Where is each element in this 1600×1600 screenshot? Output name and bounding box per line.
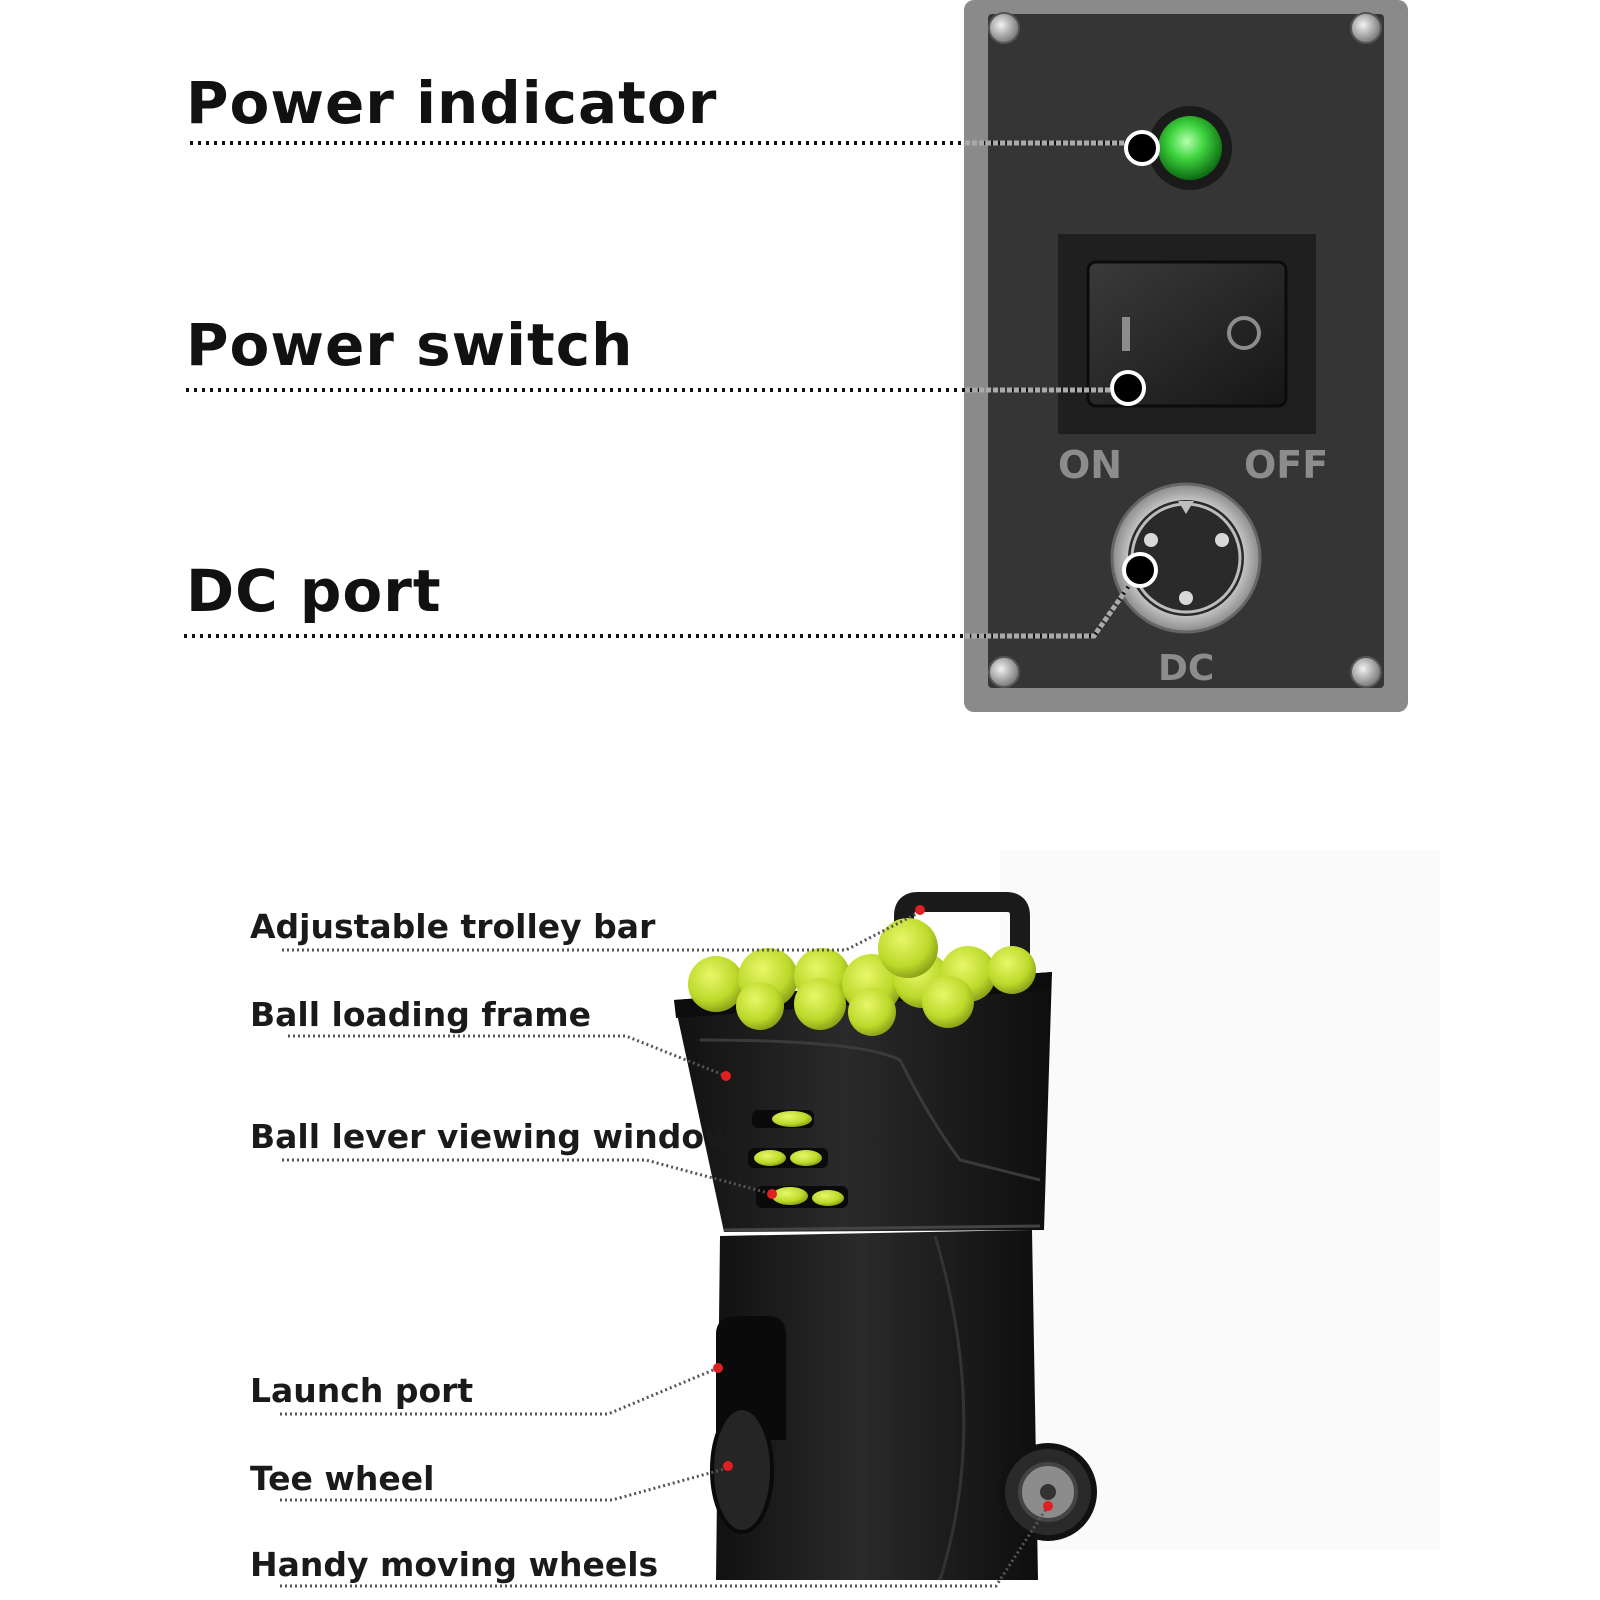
dc-port-text: DC <box>1158 648 1214 689</box>
dc-pin <box>1144 533 1158 547</box>
marker-dot <box>1122 552 1158 588</box>
tennis-ball <box>988 946 1036 994</box>
marker-dot <box>1043 1501 1053 1511</box>
moving-wheel-axle <box>1040 1484 1056 1500</box>
window-ball <box>772 1187 808 1205</box>
tennis-ball <box>922 976 974 1028</box>
top-markers <box>1110 130 1160 588</box>
label-viewing-window: Ball lever viewing window <box>250 1117 735 1156</box>
label-launch-port: Launch port <box>250 1371 474 1410</box>
marker-dot <box>721 1071 731 1081</box>
leader-line-viewing-window <box>282 1158 773 1196</box>
dc-pin <box>1179 591 1193 605</box>
leader-line-loading-frame <box>288 1034 727 1078</box>
tennis-balls <box>688 918 1036 1036</box>
marker-dot <box>713 1363 723 1373</box>
control-panel: ON OFF DC <box>964 0 1408 712</box>
viewing-window <box>748 1110 848 1208</box>
dc-port-key-icon <box>1178 501 1194 514</box>
bottom-markers <box>713 905 1053 1511</box>
label-trolley-bar: Adjustable trolley bar <box>250 907 656 946</box>
power-indicator-led <box>1158 116 1222 180</box>
label-power-switch: Power switch <box>186 311 634 379</box>
trolley-bar <box>894 892 1030 970</box>
window-ball <box>790 1150 822 1166</box>
screw-icon <box>988 12 1020 44</box>
label-power-indicator: Power indicator <box>186 69 718 137</box>
machine-lower-body <box>716 1230 1038 1580</box>
marker-dot <box>1124 130 1160 166</box>
top-leader-lines <box>184 140 1143 639</box>
marker-dot <box>723 1461 733 1471</box>
marker-dot <box>915 905 925 915</box>
window-ball <box>812 1190 844 1206</box>
label-dc-port: DC port <box>186 557 442 625</box>
dc-pin <box>1215 533 1229 547</box>
leader-line-tee-wheel <box>280 1466 729 1502</box>
switch-off-text: OFF <box>1244 443 1328 487</box>
backdrop <box>1000 850 1440 1550</box>
label-loading-frame: Ball loading frame <box>250 995 591 1034</box>
screw-icon <box>1350 12 1382 44</box>
marker-dot <box>767 1189 777 1199</box>
screw-icon <box>988 656 1020 688</box>
screw-icon <box>1350 656 1382 688</box>
dc-port-socket <box>1128 500 1244 616</box>
switch-on-text: ON <box>1058 443 1122 487</box>
window-ball <box>772 1111 812 1127</box>
power-switch-rocker[interactable] <box>1086 260 1288 408</box>
ball-machine <box>674 892 1097 1581</box>
label-moving-wheels: Handy moving wheels <box>250 1545 659 1584</box>
tennis-ball <box>878 918 938 978</box>
leader-line-chain <box>965 568 1143 639</box>
leader-line-moving-wheels <box>280 1505 1050 1588</box>
tee-wheel <box>710 1406 774 1534</box>
label-tee-wheel: Tee wheel <box>250 1459 435 1498</box>
tennis-ball <box>794 978 846 1030</box>
tennis-ball <box>688 956 744 1012</box>
off-symbol-icon <box>1227 316 1261 350</box>
hopper-contour <box>699 1038 1041 1182</box>
window-ball <box>754 1150 786 1166</box>
on-symbol-icon <box>1122 317 1130 351</box>
marker-dot <box>1110 370 1146 406</box>
body-seam <box>723 1224 1041 1232</box>
tennis-ball <box>736 982 784 1030</box>
bottom-leader-lines <box>280 910 1050 1588</box>
body-contour <box>933 1235 966 1581</box>
tennis-ball <box>848 988 896 1036</box>
